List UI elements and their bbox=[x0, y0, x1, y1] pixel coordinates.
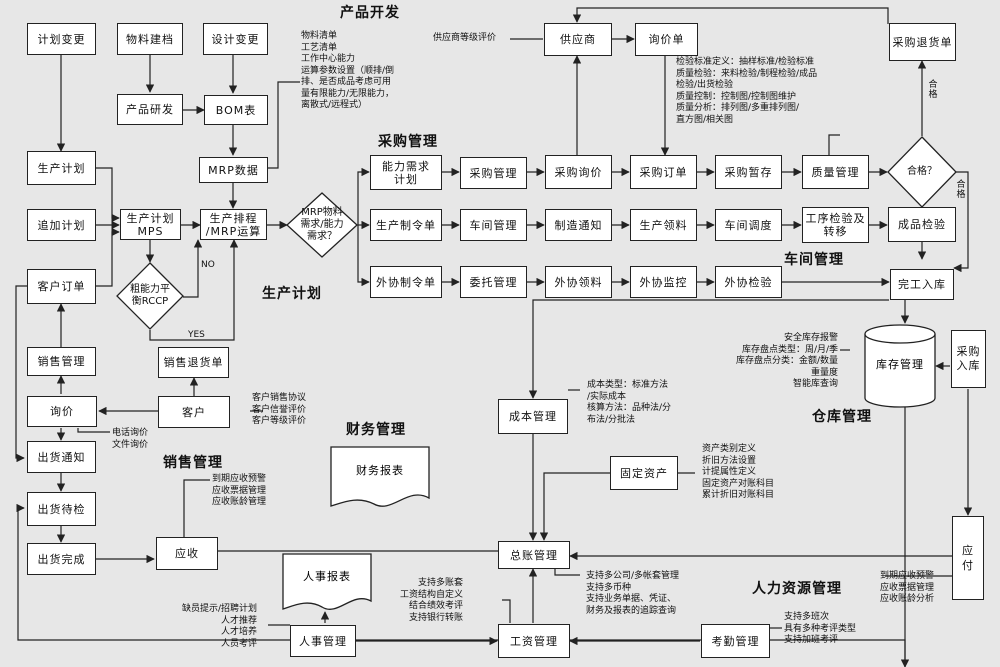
section-sales: 销售管理 bbox=[163, 455, 223, 471]
node-fin-report[interactable]: 财务报表 bbox=[330, 446, 430, 511]
node-hr-report[interactable]: 人事报表 bbox=[282, 553, 372, 613]
node-purchase-return[interactable]: 采购退货单 bbox=[889, 23, 956, 61]
note-assets: 资产类别定义 折旧方法设置 计提属性定义 固定资产对账科目 累计折旧对账科目 bbox=[702, 444, 775, 500]
node-ship-wait[interactable]: 出货待检 bbox=[27, 492, 96, 526]
note-receivable: 到期应收预警 应收票据管理 应收账龄管理 bbox=[212, 474, 267, 507]
node-customer[interactable]: 客户 bbox=[158, 396, 230, 428]
node-outsource-check[interactable]: 外协检验 bbox=[715, 266, 782, 298]
note-quality: 检验标准定义：抽样标准/检验标准 质量检验：来料检验/制程检验/成品 检验/出货… bbox=[676, 57, 818, 125]
note-customer: 客户销售协议 客户信誉评价 客户等级评价 bbox=[252, 393, 307, 426]
node-receivable[interactable]: 应收 bbox=[156, 537, 218, 570]
node-rccp-label: 粗能力平 衡RCCP bbox=[130, 284, 170, 307]
node-outsource-monitor[interactable]: 外协监控 bbox=[630, 266, 697, 298]
note-product-dev: 物料清单 工艺清单 工作中心能力 运算参数设置（顺排/倒 排、是否成品考虑可用 … bbox=[301, 31, 395, 110]
section-finance: 财务管理 bbox=[346, 422, 406, 438]
node-payroll[interactable]: 工资管理 bbox=[498, 624, 570, 658]
node-capacity-req[interactable]: 能力需求 计划 bbox=[370, 155, 442, 190]
node-bom[interactable]: BOM表 bbox=[204, 95, 268, 125]
section-hr: 人力资源管理 bbox=[752, 581, 842, 597]
node-hr-mgmt[interactable]: 人事管理 bbox=[290, 625, 356, 657]
node-qualified-label: 合格？ bbox=[907, 166, 937, 177]
node-inventory-mgmt[interactable]: 库存管理 bbox=[864, 324, 936, 408]
node-prod-schedule[interactable]: 生产排程 /MRP运算 bbox=[200, 209, 267, 240]
node-hr-report-label: 人事报表 bbox=[303, 569, 351, 583]
node-product-rd[interactable]: 产品研发 bbox=[117, 94, 183, 125]
node-supplier[interactable]: 供应商 bbox=[544, 23, 612, 56]
node-purchase-stock[interactable]: 采购 入库 bbox=[951, 330, 986, 388]
node-mfg-notice[interactable]: 制造通知 bbox=[545, 209, 612, 241]
note-payroll: 支持多账套 工资结构自定义 结合绩效考评 支持银行转账 bbox=[400, 578, 464, 623]
node-prod-plan[interactable]: 生产计划 bbox=[27, 151, 96, 185]
node-workshop-dispatch[interactable]: 车间调度 bbox=[715, 209, 782, 241]
node-workshop-mgmt[interactable]: 车间管理 bbox=[460, 209, 527, 241]
node-gl-mgmt[interactable]: 总账管理 bbox=[498, 541, 570, 569]
node-mrp-diamond[interactable]: MRP物料 需求/能力 需求？ bbox=[286, 192, 358, 258]
note-payable: 到期应收预警 应收票据管理 应收账龄分析 bbox=[880, 571, 935, 604]
node-complete-stock[interactable]: 完工入库 bbox=[890, 269, 954, 300]
node-process-check[interactable]: 工序检验及 转移 bbox=[802, 207, 869, 243]
node-qualified[interactable]: 合格？ bbox=[887, 136, 957, 208]
label-no: NO bbox=[201, 260, 215, 270]
note-inquiry: 电话询价 文件询价 bbox=[112, 428, 149, 450]
label-yes: YES bbox=[188, 330, 205, 340]
node-fixed-assets[interactable]: 固定资产 bbox=[610, 456, 678, 490]
node-work-order[interactable]: 生产制令单 bbox=[370, 209, 442, 241]
note-attendance: 支持多班次 具有多种考评类型 支持加班考评 bbox=[784, 612, 857, 645]
note-cost: 成本类型：标准方法 /实际成本 核算方法：品种法/分 布法/分批法 bbox=[587, 380, 672, 425]
label-qualified-a: 合 格 bbox=[928, 80, 938, 100]
node-fin-report-label: 财务报表 bbox=[356, 464, 404, 478]
note-warehouse: 安全库存报警 库存盘点类型：周/月/季 库存盘点分类：金额/数量 重量度 智能库… bbox=[736, 333, 839, 389]
section-product-dev: 产品开发 bbox=[340, 5, 400, 21]
node-add-plan[interactable]: 追加计划 bbox=[27, 209, 96, 241]
node-sales-mgmt[interactable]: 销售管理 bbox=[27, 347, 96, 376]
node-inventory-mgmt-label: 库存管理 bbox=[876, 358, 924, 371]
node-customer-order[interactable]: 客户订单 bbox=[27, 269, 96, 304]
node-purchase-mgmt[interactable]: 采购管理 bbox=[460, 157, 527, 189]
node-outsource-mgmt[interactable]: 委托管理 bbox=[460, 266, 527, 298]
node-mrp-diamond-label: MRP物料 需求/能力 需求？ bbox=[300, 207, 344, 242]
note-supplier-rating: 供应商等级评价 bbox=[433, 33, 497, 43]
section-production-plan: 生产计划 bbox=[262, 286, 322, 302]
node-outsource-pick[interactable]: 外协领料 bbox=[545, 266, 612, 298]
section-workshop: 车间管理 bbox=[784, 252, 844, 268]
label-qualified-b: 合 格 bbox=[956, 180, 966, 200]
node-purchase-inquiry[interactable]: 采购询价 bbox=[545, 155, 612, 189]
note-gl: 支持多公司/多帐套管理 支持多币种 支持业务单据、凭证、 财务及报表的追踪查询 bbox=[586, 571, 680, 616]
node-payable[interactable]: 应 付 bbox=[952, 516, 984, 600]
node-purchase-hold[interactable]: 采购暂存 bbox=[715, 155, 782, 189]
node-attendance[interactable]: 考勤管理 bbox=[701, 624, 770, 658]
node-material-file[interactable]: 物料建档 bbox=[117, 23, 183, 55]
node-sales-return[interactable]: 销售退货单 bbox=[158, 347, 229, 378]
node-plan-change[interactable]: 计划变更 bbox=[27, 23, 96, 55]
node-ship-done[interactable]: 出货完成 bbox=[27, 543, 96, 575]
node-inquiry[interactable]: 询价 bbox=[27, 396, 97, 427]
node-quote[interactable]: 询价单 bbox=[635, 23, 698, 56]
node-quality-mgmt[interactable]: 质量管理 bbox=[802, 155, 869, 189]
node-outsource-order[interactable]: 外协制令单 bbox=[370, 266, 442, 298]
section-warehouse: 仓库管理 bbox=[812, 409, 872, 425]
node-purchase-order[interactable]: 采购订单 bbox=[630, 155, 697, 189]
section-purchasing: 采购管理 bbox=[378, 134, 438, 150]
node-mrp-data[interactable]: MRP数据 bbox=[199, 157, 268, 183]
node-prod-plan-mps[interactable]: 生产计划 MPS bbox=[120, 209, 181, 240]
note-hr: 缺员提示/招聘计划 人才推荐 人才培养 人员考评 bbox=[182, 604, 258, 649]
node-final-check[interactable]: 成品检验 bbox=[888, 207, 956, 242]
node-design-change[interactable]: 设计变更 bbox=[203, 23, 268, 55]
node-rccp[interactable]: 粗能力平 衡RCCP bbox=[116, 262, 184, 330]
node-cost-mgmt[interactable]: 成本管理 bbox=[498, 399, 568, 434]
node-prod-pick[interactable]: 生产领料 bbox=[630, 209, 697, 241]
node-ship-notice[interactable]: 出货通知 bbox=[27, 441, 96, 473]
